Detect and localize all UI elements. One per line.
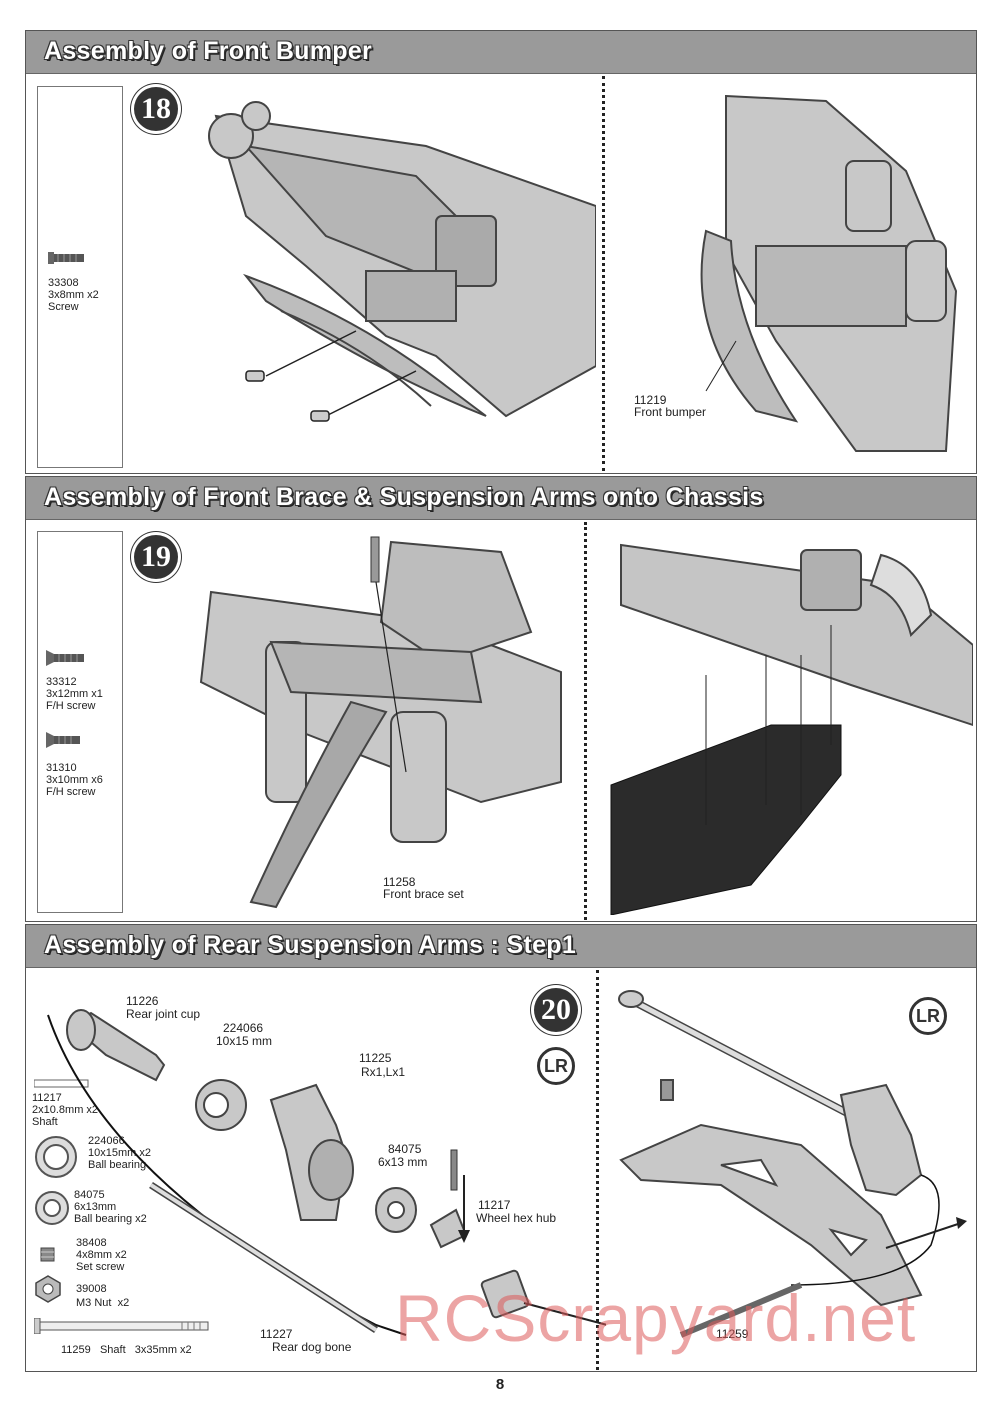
- callout-desc: 10x15 mm: [216, 1034, 273, 1048]
- part-number: 84075: [74, 1189, 105, 1201]
- callout-number: 224066: [223, 1021, 264, 1035]
- section-header: Assembly of Front Bumper: [26, 31, 976, 74]
- part-number: 39008: [76, 1283, 107, 1295]
- part-number: 33308: [48, 277, 79, 289]
- section-header: Assembly of Rear Suspension Arms : Step1: [26, 925, 976, 968]
- screw-icon: [46, 650, 84, 666]
- section-rear-suspension: Assembly of Rear Suspension Arms : Step1…: [25, 924, 977, 1372]
- chassis-plate-illustration: [610, 543, 973, 915]
- callout-number: 11227: [260, 1327, 293, 1341]
- step-number-badge: 19: [134, 535, 178, 579]
- part-desc: 6x13mm Ball bearing x2: [74, 1201, 147, 1225]
- front-brace-assembly-illustration: [199, 536, 562, 909]
- step-divider: [596, 970, 599, 1370]
- callout-desc: 6x13 mm: [378, 1155, 428, 1169]
- nut-icon: [35, 1275, 61, 1303]
- ball-bearing-icon: [35, 1136, 77, 1178]
- part-desc: Shaft 3x35mm x2: [99, 1344, 192, 1356]
- callout-number: 11258: [383, 875, 416, 889]
- callout-desc: Front bumper: [634, 405, 707, 419]
- callout-number: 11226: [126, 994, 159, 1008]
- part-desc: 10x15mm x2 Ball bearing: [88, 1147, 151, 1171]
- step-number-badge: 18: [134, 87, 178, 131]
- section-title: Assembly of Front Brace & Suspension Arm…: [44, 483, 764, 511]
- step-number-badge: 20: [534, 988, 578, 1032]
- part-number: 38408: [76, 1237, 107, 1249]
- callout-desc: Front brace set: [383, 887, 464, 901]
- shaft-icon: [34, 1079, 89, 1088]
- section-title: Assembly of Rear Suspension Arms : Step1: [44, 931, 577, 959]
- callout-desc: Rear joint cup: [126, 1007, 201, 1021]
- callout-number: 84075: [388, 1142, 422, 1156]
- part-desc: 3x10mm x6 F/H screw: [46, 774, 103, 798]
- section-front-bumper: Assembly of Front Bumper 33308 3x8mm x2 …: [25, 30, 977, 474]
- ball-bearing-icon: [35, 1191, 69, 1225]
- rear-hub-exploded-illustration: [47, 1009, 606, 1336]
- screw-icon: [48, 252, 84, 264]
- part-number: 11259: [61, 1344, 91, 1356]
- part-desc: 2x10.8mm x2 Shaft: [32, 1104, 99, 1128]
- left-right-mark: LR: [537, 1047, 575, 1085]
- callout-number: 11217: [478, 1198, 511, 1212]
- part-number: 33312: [46, 676, 77, 688]
- callout-number: 11219: [634, 393, 667, 407]
- section-title: Assembly of Front Bumper: [44, 37, 373, 65]
- rear-arm-assembled-illustration: [618, 990, 967, 1338]
- front-bumper-installed-illustration: [700, 94, 958, 452]
- screw-icon: [46, 732, 80, 748]
- part-number: 11217: [32, 1092, 62, 1104]
- callout-desc: Rear dog bone: [272, 1340, 352, 1354]
- parts-list: 33308 3x8mm x2 Screw: [37, 86, 123, 468]
- part-desc: 4x8mm x2 Set screw: [76, 1249, 127, 1273]
- callout-number: 11225: [359, 1051, 392, 1065]
- front-bumper-assembly-illustration: [208, 101, 596, 422]
- part-number: 31310: [46, 762, 77, 774]
- callout-desc: Wheel hex hub: [476, 1211, 557, 1225]
- part-label: 11259 Shaft 3x35mm x2: [61, 1344, 192, 1356]
- step-divider: [602, 76, 605, 471]
- step-divider: [584, 522, 587, 920]
- page-number: 8: [495, 1376, 505, 1393]
- callout-desc: Rx1,Lx1: [361, 1065, 406, 1079]
- part-desc: 3x12mm x1 F/H screw: [46, 688, 103, 712]
- set-screw-icon: [40, 1247, 55, 1262]
- shaft-icon: [34, 1318, 209, 1334]
- section-front-brace: Assembly of Front Brace & Suspension Arm…: [25, 476, 977, 922]
- part-desc: M3 Nut x2: [76, 1297, 130, 1309]
- watermark-text: RCScrapyard.net: [395, 1281, 917, 1355]
- left-right-mark: LR: [909, 997, 947, 1035]
- section-header: Assembly of Front Brace & Suspension Arm…: [26, 477, 976, 520]
- parts-list: 33312 3x12mm x1 F/H screw 31310 3x10mm x…: [37, 531, 123, 913]
- part-number: 224066: [88, 1135, 125, 1147]
- part-desc: 3x8mm x2 Screw: [48, 289, 99, 313]
- callout-number: 11259: [716, 1327, 749, 1341]
